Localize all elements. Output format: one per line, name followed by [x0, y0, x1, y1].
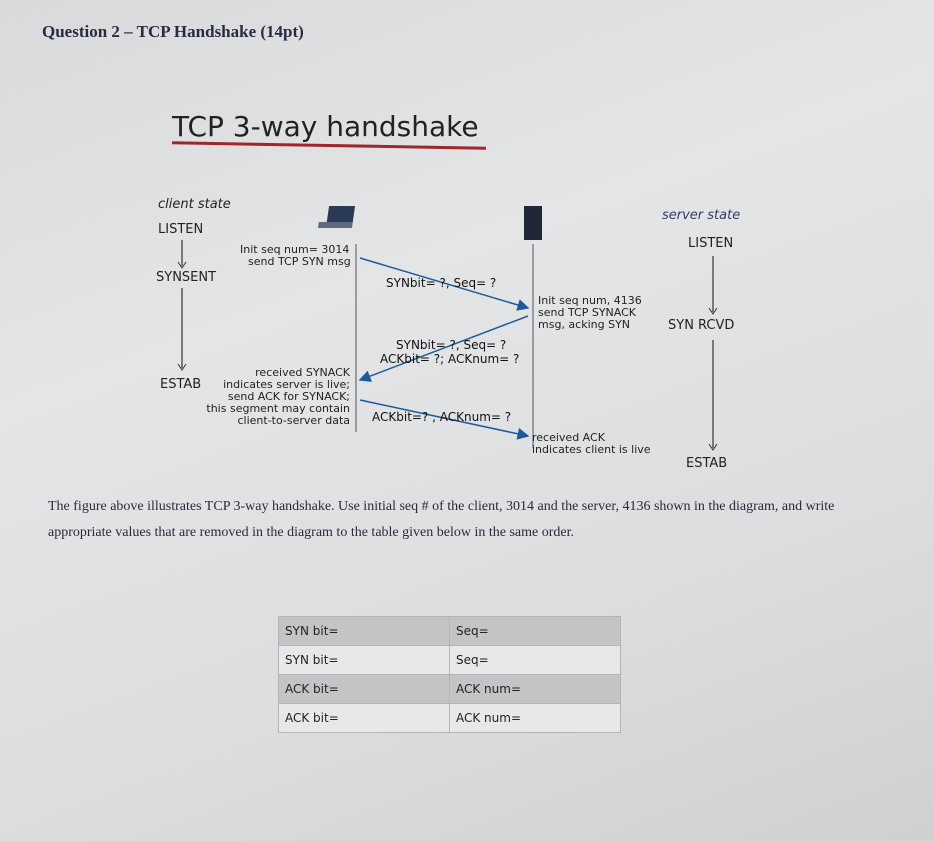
- msg1-label: SYNbit= ?, Seq= ?: [386, 276, 497, 290]
- server-state-estab: ESTAB: [686, 456, 728, 471]
- table-cell[interactable]: ACK num=: [449, 674, 621, 704]
- table-cell[interactable]: Seq=: [449, 616, 621, 646]
- client-note-1: Init seq num= 3014 send TCP SYN msg: [240, 243, 351, 268]
- msg2-label-1: SYNbit= ?, Seq= ?: [396, 338, 507, 352]
- table-row: ACK bit= ACK num=: [278, 674, 621, 704]
- msg2-arrow: [358, 315, 529, 382]
- msg1-arrow: [359, 257, 530, 311]
- server-note: Init seq num, 4136 send TCP SYNACK msg, …: [538, 294, 642, 331]
- client-state-listen: LISTEN: [158, 222, 204, 237]
- client-note-2: received SYNACK indicates server is live…: [206, 366, 350, 427]
- client-laptop-icon: [317, 206, 356, 228]
- table-cell[interactable]: ACK bit=: [278, 674, 450, 704]
- diagram-title: TCP 3-way handshake: [172, 110, 479, 143]
- server-note-2: received ACK indicates client is live: [532, 431, 651, 456]
- table-cell[interactable]: SYN bit=: [278, 645, 450, 675]
- client-state-label: client state: [158, 197, 231, 212]
- server-icon: [524, 206, 542, 240]
- table-cell[interactable]: Seq=: [449, 645, 621, 675]
- server-state-label: server state: [662, 208, 741, 223]
- question-title: Question 2 – TCP Handshake (14pt): [42, 22, 304, 41]
- table-cell[interactable]: ACK bit=: [278, 703, 450, 733]
- server-state-synrcvd: SYN RCVD: [668, 318, 735, 333]
- table-cell[interactable]: ACK num=: [449, 703, 621, 733]
- instruction-paragraph: The figure above illustrates TCP 3-way h…: [48, 499, 835, 540]
- server-state-listen: LISTEN: [688, 236, 734, 251]
- msg2-label-2: ACKbit= ?; ACKnum= ?: [380, 352, 520, 366]
- msg3-arrow: [359, 399, 530, 440]
- table-row: SYN bit= Seq=: [278, 616, 621, 646]
- table-row: SYN bit= Seq=: [278, 645, 621, 675]
- client-state-synsent: SYNSENT: [156, 270, 217, 285]
- msg3-label: ACKbit=? , ACKnum= ?: [372, 410, 512, 424]
- table-cell[interactable]: SYN bit=: [278, 616, 450, 646]
- client-state-estab: ESTAB: [160, 377, 202, 392]
- answer-table: SYN bit= Seq= SYN bit= Seq= ACK bit= ACK…: [278, 616, 621, 733]
- table-row: ACK bit= ACK num=: [278, 703, 621, 733]
